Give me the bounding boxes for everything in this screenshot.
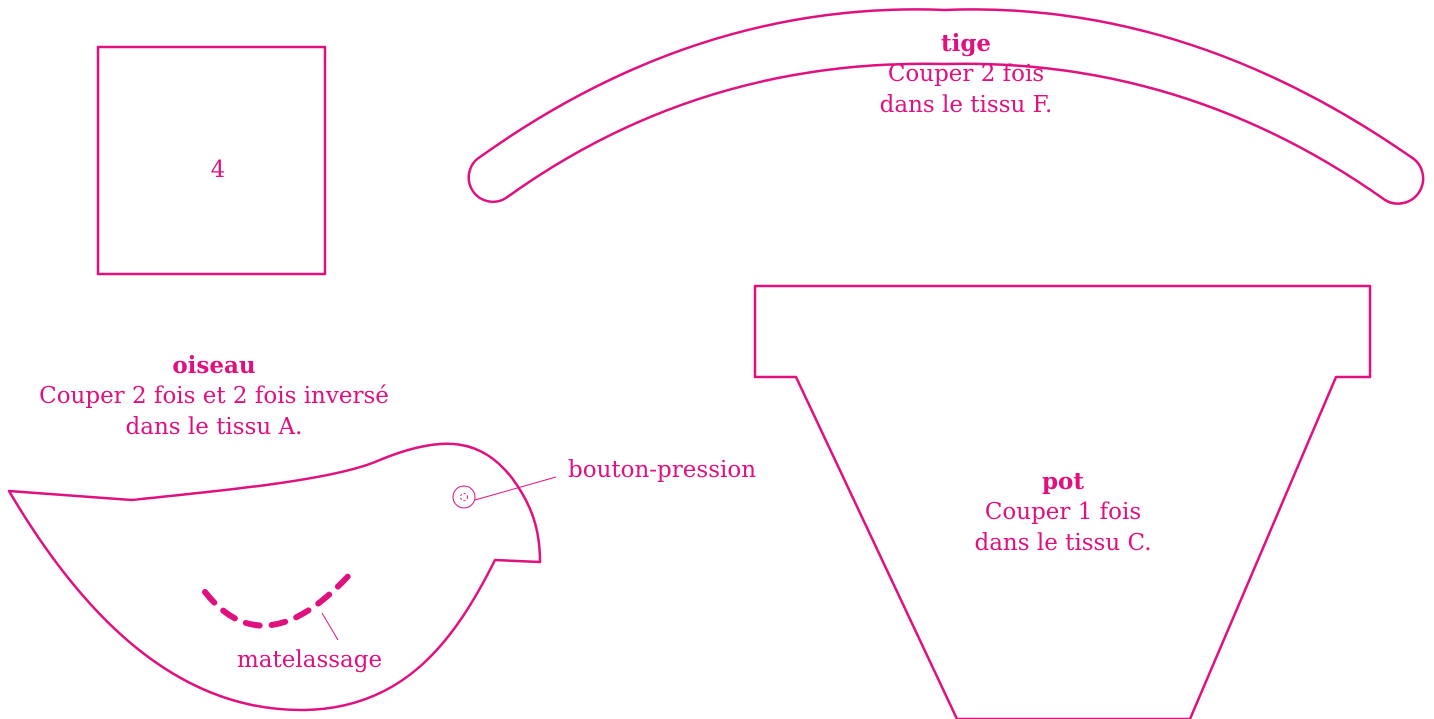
stem-cut-instruction: Couper 2 fois [887, 61, 1045, 87]
snap-button-text: bouton-pression [568, 457, 757, 483]
pot-label: pot Couper 1 fois dans le tissu C. [953, 466, 1173, 559]
bird-label: oiseau Couper 2 fois et 2 fois inversé d… [14, 350, 414, 443]
pot-title: pot [1041, 468, 1085, 495]
pot-piece-outline [753, 284, 1372, 719]
snap-button-marker [452, 485, 476, 509]
snap-button-center [460, 493, 468, 501]
stem-title: tige [940, 30, 992, 57]
bird-fabric-instruction: dans le tissu A. [125, 414, 303, 440]
quilting-text: matelassage [237, 647, 383, 673]
bird-piece-outline [7, 442, 542, 712]
stem-piece-outline [467, 8, 1425, 205]
quilting-leader-line [321, 612, 339, 641]
bird-title: oiseau [172, 352, 256, 379]
pot-fabric-instruction: dans le tissu C. [974, 530, 1152, 556]
stem-label: tige Couper 2 fois dans le tissu F. [866, 28, 1066, 121]
stem-fabric-instruction: dans le tissu F. [879, 92, 1053, 118]
square-piece-outline [96, 45, 327, 276]
snap-leader-line [474, 476, 557, 501]
bird-cut-instruction: Couper 2 fois et 2 fois inversé [39, 383, 389, 409]
quilting-label: matelassage [237, 645, 382, 676]
snap-button-label: bouton-pression [568, 455, 756, 486]
square-number-text: 4 [210, 157, 226, 183]
quilting-line [202, 569, 355, 629]
square-number: 4 [198, 155, 238, 186]
pot-cut-instruction: Couper 1 fois [984, 499, 1142, 525]
